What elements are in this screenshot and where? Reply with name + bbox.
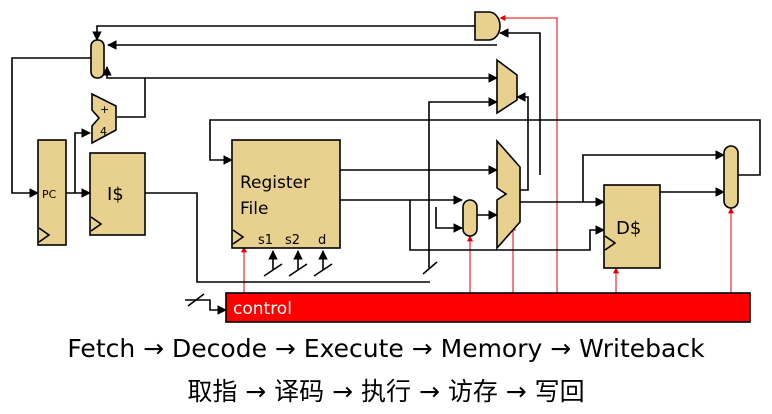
branch-and-gate xyxy=(474,11,501,41)
port-s1-label: s1 xyxy=(258,233,273,248)
pc-label: PC xyxy=(42,188,57,201)
regfile-label-line1: Register xyxy=(240,173,310,193)
port-s2-label: s2 xyxy=(285,233,300,248)
pc-mux xyxy=(90,39,105,79)
pc-register xyxy=(37,139,67,246)
register-file xyxy=(231,139,341,249)
adder-four-label: 4 xyxy=(100,125,107,138)
regfile-clock-icon xyxy=(232,229,245,245)
icache-clock-icon xyxy=(90,216,103,232)
control-unit xyxy=(225,292,751,323)
data-cache xyxy=(603,184,661,269)
branch-target-mux xyxy=(496,58,518,115)
instruction-cache xyxy=(89,152,146,236)
adder-plus-label: + xyxy=(100,103,109,116)
pipeline-stages-english: Fetch → Decode → Execute → Memory → Writ… xyxy=(67,334,705,363)
pc-clock-icon xyxy=(38,227,51,243)
pc-adder xyxy=(91,92,117,145)
dcache-label: D$ xyxy=(616,218,641,239)
pipeline-stages-chinese: 取指 → 译码 → 执行 → 访存 → 写回 xyxy=(187,377,585,406)
regfile-label-line2: File xyxy=(240,199,268,219)
port-d-label: d xyxy=(318,233,326,248)
icache-label: I$ xyxy=(107,184,124,205)
alu-operand-mux xyxy=(462,199,478,237)
datapath-wires xyxy=(11,25,761,315)
control-label: control xyxy=(233,299,292,319)
writeback-mux xyxy=(723,145,739,209)
dcache-clock-icon xyxy=(604,235,617,251)
alu xyxy=(496,138,521,251)
